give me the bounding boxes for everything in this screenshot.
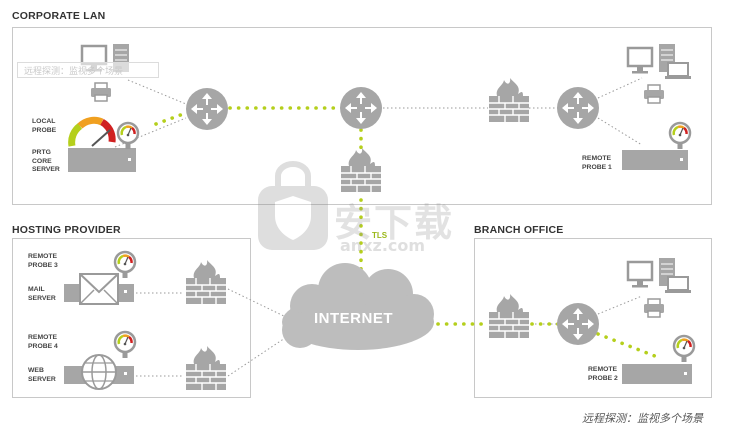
figure-caption: 远程探测：监视多个场景 xyxy=(582,412,703,425)
remote-probe-2-icon xyxy=(622,364,692,384)
web-server-label: WEB SERVER xyxy=(28,367,56,383)
remote-probe-4-label: REMOTE PROBE 4 xyxy=(28,334,58,350)
mail-server-label: MAIL SERVER xyxy=(28,286,56,302)
router-icon xyxy=(339,86,383,130)
router-icon xyxy=(185,87,229,131)
firewall-icon xyxy=(488,293,530,339)
globe-icon xyxy=(81,354,117,390)
watermark-logo xyxy=(258,161,328,250)
prtg-core-server-label: PRTG CORE SERVER xyxy=(32,149,60,173)
gauge-icon xyxy=(672,334,696,364)
branch-workstations xyxy=(626,257,692,318)
router-icon xyxy=(556,86,600,130)
remote-probe-1-icon xyxy=(622,150,688,170)
tls-label: TLS xyxy=(372,231,388,240)
local-probe-label: LOCAL PROBE xyxy=(32,118,57,134)
hosting-provider-title: HOSTING PROVIDER xyxy=(12,224,121,236)
remote-probe-1-label: REMOTE PROBE 1 xyxy=(582,155,612,171)
corporate-lan-title: CORPORATE LAN xyxy=(12,10,106,22)
firewall-icon xyxy=(340,147,382,193)
branch-office-title: BRANCH OFFICE xyxy=(474,224,564,236)
prtg-core-server-icon xyxy=(68,116,136,172)
router-icon xyxy=(556,302,600,346)
remote-probe-2-label: REMOTE PROBE 2 xyxy=(588,366,618,382)
remote-workstations xyxy=(626,43,692,104)
gauge-icon xyxy=(668,121,692,151)
watermark-logo-text: 安下载 xyxy=(334,201,455,245)
watermark-badge-text: 远程探测：监视多个场景 xyxy=(24,67,124,77)
mail-icon xyxy=(79,273,119,305)
firewall-icon xyxy=(185,259,227,305)
gauge-icon xyxy=(113,330,137,360)
cloud-icon xyxy=(282,263,434,350)
firewall-icon xyxy=(185,345,227,391)
firewall-icon xyxy=(488,77,530,123)
internet-label: INTERNET xyxy=(314,310,393,327)
watermark-badge: 远程探测：监视多个场景 xyxy=(17,62,159,78)
gauge-icon xyxy=(116,121,140,151)
watermark-domain: anxz.com xyxy=(340,236,426,255)
remote-probe-3-label: REMOTE PROBE 3 xyxy=(28,253,58,269)
